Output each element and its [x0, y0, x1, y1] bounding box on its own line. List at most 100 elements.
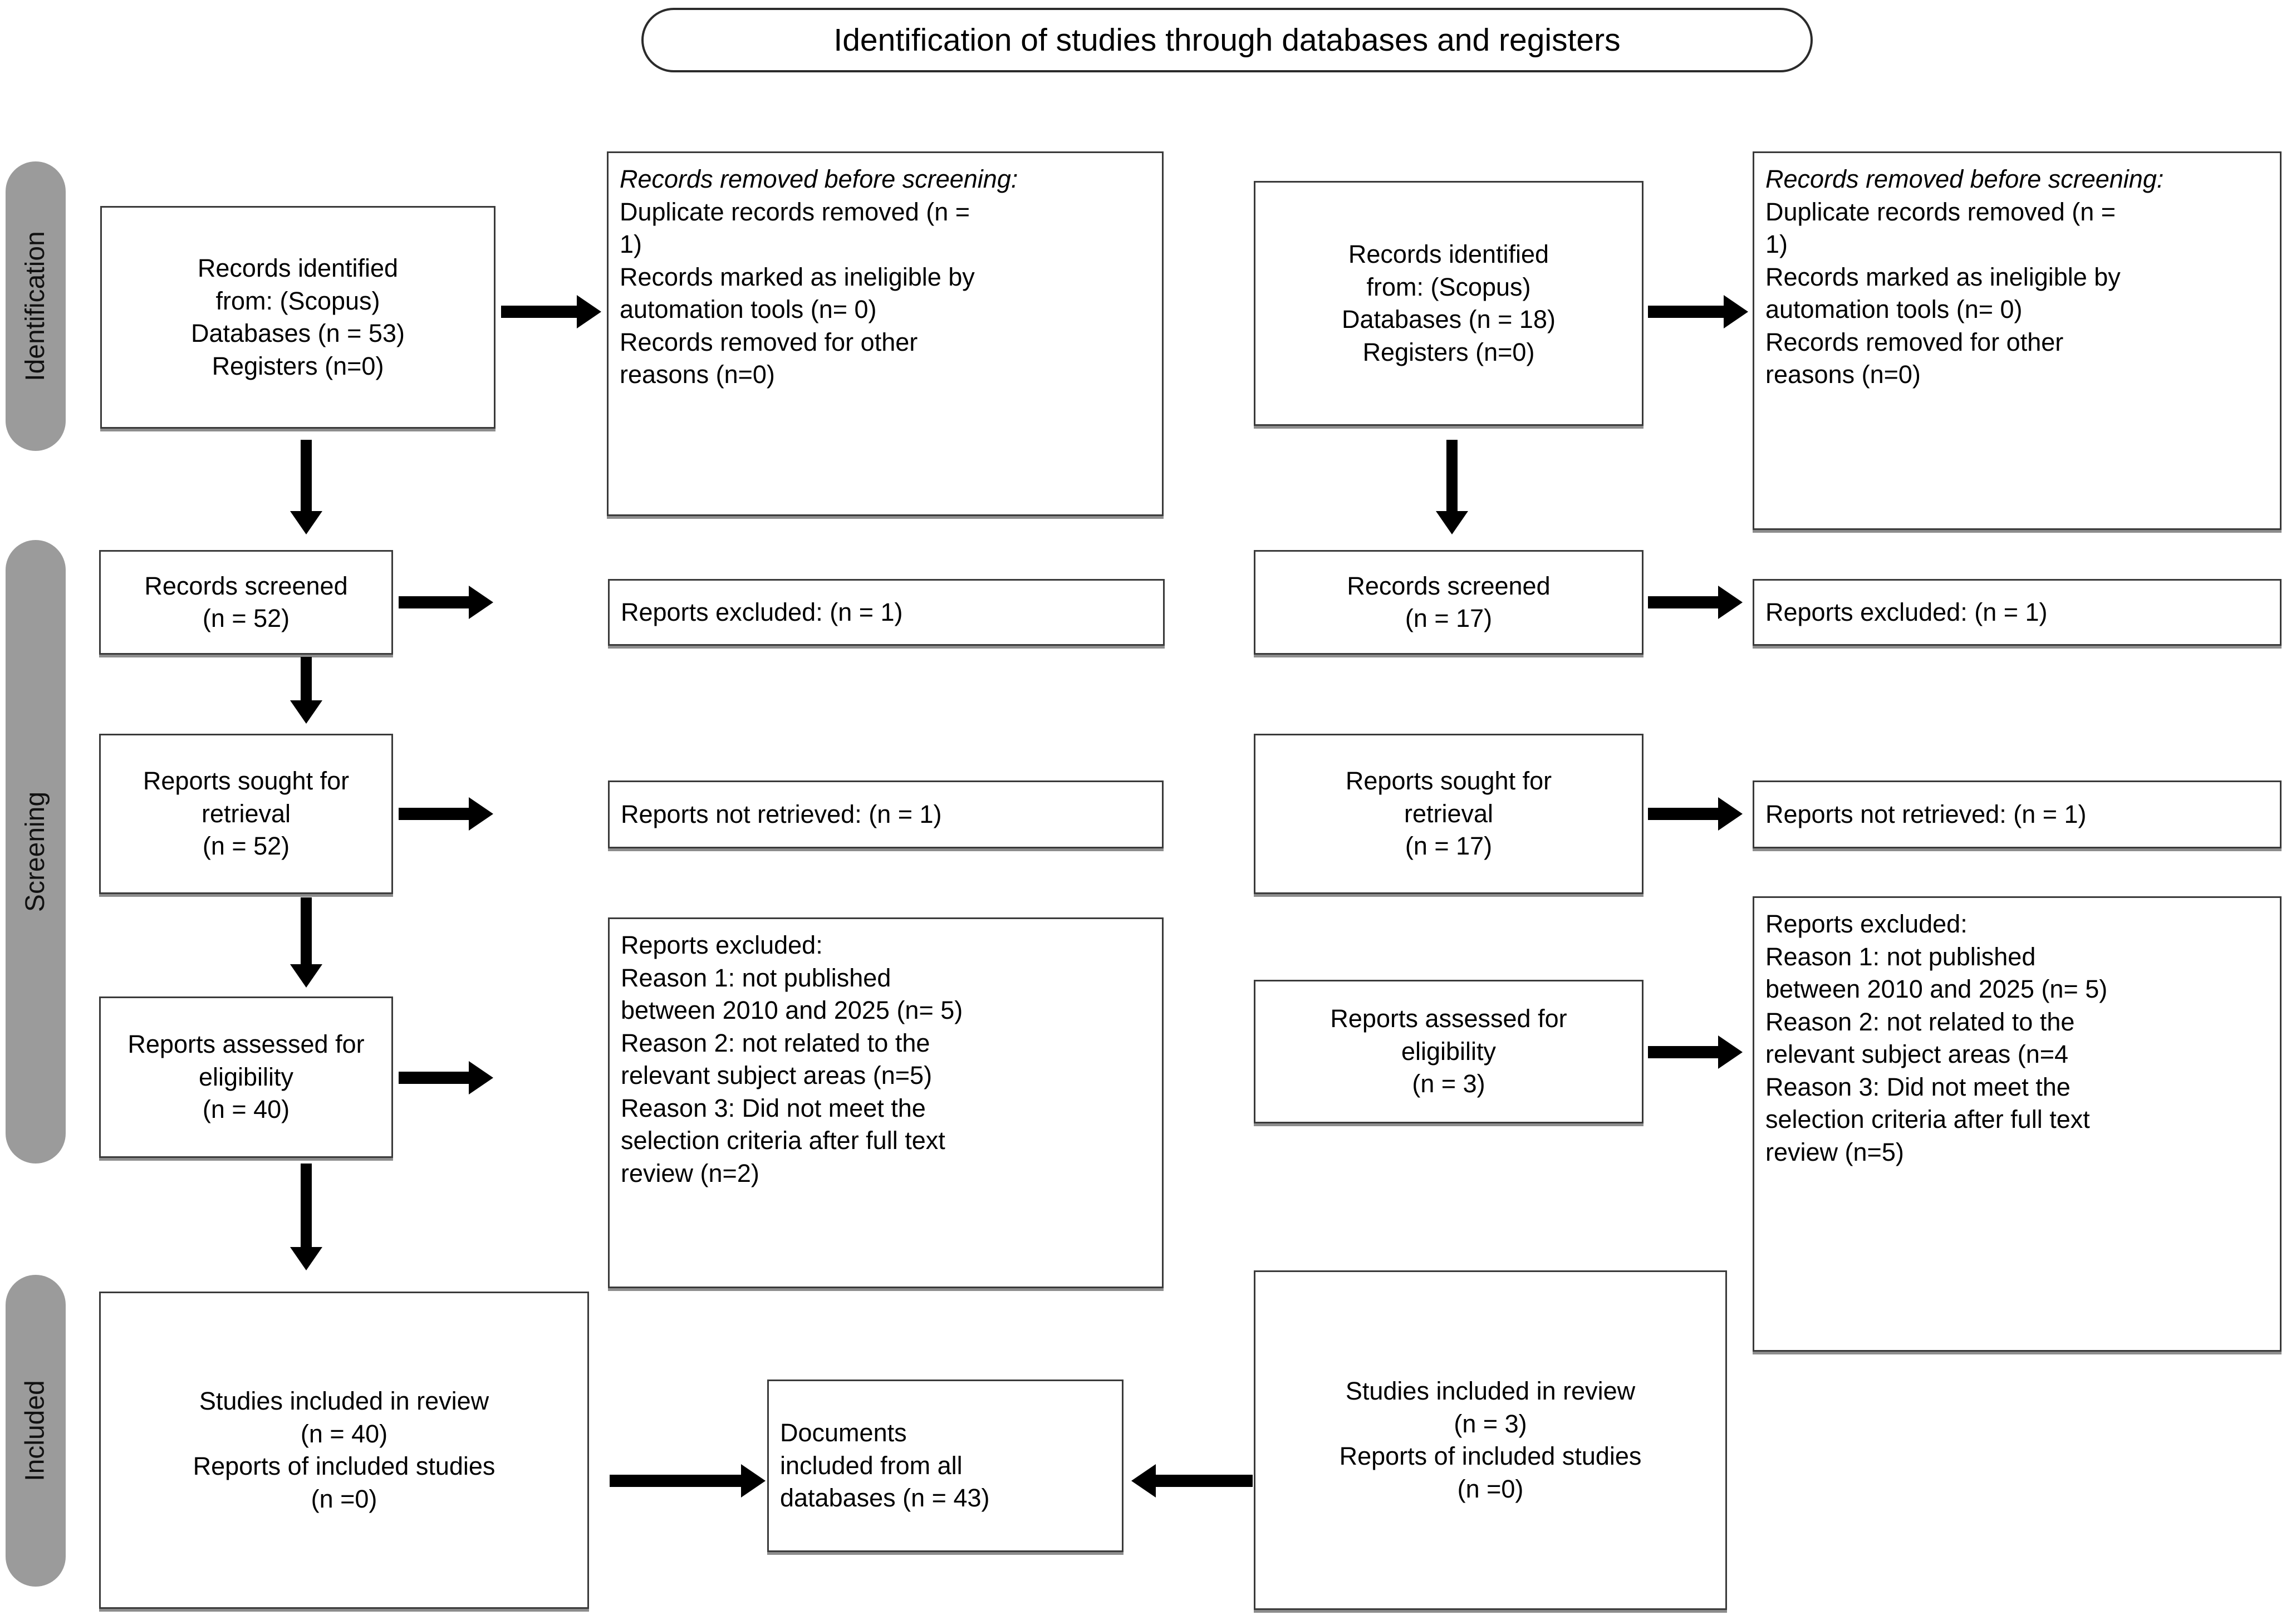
left-records-removed-line-3: Records marked as ineligible by — [620, 262, 975, 291]
left-reports-excluded-reasons-line-6: Reason 3: Did not meet the — [621, 1093, 926, 1122]
left-arrow-assessed-to-excluded-reasons — [399, 1061, 493, 1094]
arrow-shaft — [399, 596, 471, 608]
right-arrow-assessed-to-excluded-reasons — [1648, 1035, 1743, 1069]
right-records-identified-box: Records identified from: (Scopus) Databa… — [1254, 181, 1643, 426]
arrow-shaft — [1648, 596, 1720, 608]
right-reports-sought-line-3: (n = 17) — [1405, 832, 1493, 861]
right-arrow-screened-to-excluded — [1648, 586, 1743, 619]
left-records-removed-line-1: Duplicate records removed (n = — [620, 197, 970, 226]
left-reports-not-retrieved-line-1: Reports not retrieved: (n = 1) — [621, 799, 942, 828]
right-reports-not-retrieved-box: Reports not retrieved: (n = 1) — [1753, 780, 2282, 848]
left-reports-sought-line-2: retrieval — [201, 799, 291, 828]
left-reports-assessed-line-2: eligibility — [198, 1062, 294, 1091]
left-arrow-sought-to-assessed — [290, 897, 323, 988]
diagram-title: Identification of studies through databa… — [641, 8, 1813, 72]
documents-included-line-2: included from all — [780, 1451, 963, 1480]
arrow-shaft — [1155, 1475, 1253, 1487]
arrow-shaft — [610, 1475, 742, 1487]
right-records-removed-line-6: reasons (n=0) — [1765, 360, 1921, 389]
left-records-removed-line-2: 1) — [620, 230, 642, 258]
left-reports-excluded-reasons-line-8: review (n=2) — [621, 1158, 759, 1187]
right-reports-sought-line-2: retrieval — [1404, 799, 1494, 828]
arrow-head — [1131, 1464, 1156, 1498]
left-reports-sought-box: Reports sought for retrieval (n = 52) — [99, 734, 393, 894]
left-studies-included-box: Studies included in review (n = 40) Repo… — [99, 1292, 589, 1609]
left-arrow-screened-to-excluded — [399, 586, 493, 619]
arrow-head — [290, 511, 322, 534]
right-records-removed-heading: Records removed before screening: — [1765, 165, 2164, 193]
arrow-shaft — [301, 897, 312, 964]
diagram-title-text: Identification of studies through databa… — [833, 22, 1621, 58]
left-records-screened-line-1: Records screened — [144, 571, 348, 600]
arrow-left-included-to-documents — [610, 1464, 766, 1498]
right-records-removed-line-1: Duplicate records removed (n = — [1765, 197, 2116, 226]
left-records-removed-line-5: Records removed for other — [620, 327, 918, 356]
left-arrow-screened-to-sought — [290, 657, 323, 724]
left-reports-excluded-reasons-line-4: Reason 2: not related to the — [621, 1028, 930, 1057]
right-reports-excluded-screened-box: Reports excluded: (n = 1) — [1753, 579, 2282, 646]
arrow-shaft — [1648, 808, 1720, 820]
right-arrow-sought-to-not-retrieved — [1648, 797, 1743, 831]
right-reports-excluded-reasons-line-6: Reason 3: Did not meet the — [1765, 1072, 2071, 1101]
arrow-shaft — [301, 440, 312, 511]
right-reports-sought-line-1: Reports sought for — [1345, 767, 1552, 796]
right-reports-not-retrieved-line-1: Reports not retrieved: (n = 1) — [1765, 799, 2087, 828]
left-reports-excluded-reasons-line-2: Reason 1: not published — [621, 963, 891, 992]
left-studies-included-line-4: (n =0) — [311, 1484, 377, 1513]
right-records-screened-box: Records screened (n = 17) — [1254, 550, 1643, 655]
left-reports-excluded-reasons-line-1: Reports excluded: — [621, 931, 823, 959]
left-reports-excluded-reasons-line-7: selection criteria after full text — [621, 1126, 945, 1155]
right-studies-included-line-2: (n = 3) — [1454, 1409, 1527, 1438]
left-records-identified-line-2: from: (Scopus) — [215, 286, 380, 315]
right-reports-assessed-line-2: eligibility — [1401, 1037, 1497, 1066]
left-arrow-identified-to-removed — [501, 295, 601, 328]
arrow-head — [290, 1247, 322, 1270]
phase-label-included: Included — [21, 1380, 51, 1481]
left-records-screened-line-2: (n = 52) — [202, 604, 290, 632]
right-records-removed-line-5: Records removed for other — [1765, 327, 2064, 356]
arrow-shaft — [501, 306, 579, 318]
phase-label-identification: Identification — [21, 231, 51, 381]
right-records-removed-box: Records removed before screening: Duplic… — [1753, 151, 2282, 530]
right-studies-included-box: Studies included in review (n = 3) Repor… — [1254, 1270, 1727, 1610]
right-records-identified-line-2: from: (Scopus) — [1366, 272, 1531, 301]
right-records-screened-line-2: (n = 17) — [1405, 604, 1493, 632]
right-reports-sought-box: Reports sought for retrieval (n = 17) — [1254, 734, 1643, 894]
right-reports-excluded-reasons-line-5: relevant subject areas (n=4 — [1765, 1040, 2069, 1068]
right-arrow-identified-to-removed — [1648, 295, 1748, 328]
arrow-head — [577, 295, 601, 328]
left-reports-excluded-reasons-box: Reports excluded: Reason 1: not publishe… — [608, 917, 1164, 1288]
left-reports-sought-line-1: Reports sought for — [143, 767, 350, 796]
left-records-identified-line-3: Databases (n = 53) — [191, 319, 405, 347]
documents-included-box: Documents included from all databases (n… — [767, 1380, 1124, 1552]
arrow-head — [1718, 797, 1743, 831]
arrow-head — [469, 586, 493, 619]
right-arrow-identified-to-screened — [1435, 440, 1469, 534]
left-records-removed-box: Records removed before screening: Duplic… — [607, 151, 1164, 516]
right-reports-excluded-reasons-line-7: selection criteria after full text — [1765, 1105, 2090, 1133]
phase-band-included: Included — [6, 1275, 66, 1587]
left-reports-assessed-box: Reports assessed for eligibility (n = 40… — [99, 996, 393, 1158]
phase-label-screening: Screening — [21, 791, 51, 912]
left-reports-assessed-line-1: Reports assessed for — [127, 1030, 365, 1059]
left-records-removed-line-4: automation tools (n= 0) — [620, 295, 877, 323]
arrow-head — [469, 797, 493, 831]
right-reports-excluded-reasons-line-8: review (n=5) — [1765, 1137, 1904, 1166]
right-reports-excluded-reasons-box: Reports excluded: Reason 1: not publishe… — [1753, 896, 2282, 1352]
phase-band-identification: Identification — [6, 161, 66, 451]
left-records-identified-box: Records identified from: (Scopus) Databa… — [100, 206, 495, 429]
arrow-head — [1718, 586, 1743, 619]
right-records-screened-line-1: Records screened — [1347, 571, 1551, 600]
left-reports-excluded-screened-box: Reports excluded: (n = 1) — [608, 579, 1165, 646]
left-arrow-identified-to-screened — [290, 440, 323, 534]
arrow-head — [1724, 295, 1748, 328]
arrow-head — [290, 700, 322, 724]
left-reports-sought-line-3: (n = 52) — [202, 832, 290, 861]
right-reports-excluded-reasons-line-2: Reason 1: not published — [1765, 942, 2036, 971]
left-studies-included-line-3: Reports of included studies — [193, 1452, 495, 1480]
left-arrow-sought-to-not-retrieved — [399, 797, 493, 831]
left-reports-excluded-reasons-line-5: relevant subject areas (n=5) — [621, 1061, 933, 1089]
left-arrow-assessed-to-included — [290, 1164, 323, 1270]
right-records-identified-line-4: Registers (n=0) — [1362, 337, 1535, 366]
